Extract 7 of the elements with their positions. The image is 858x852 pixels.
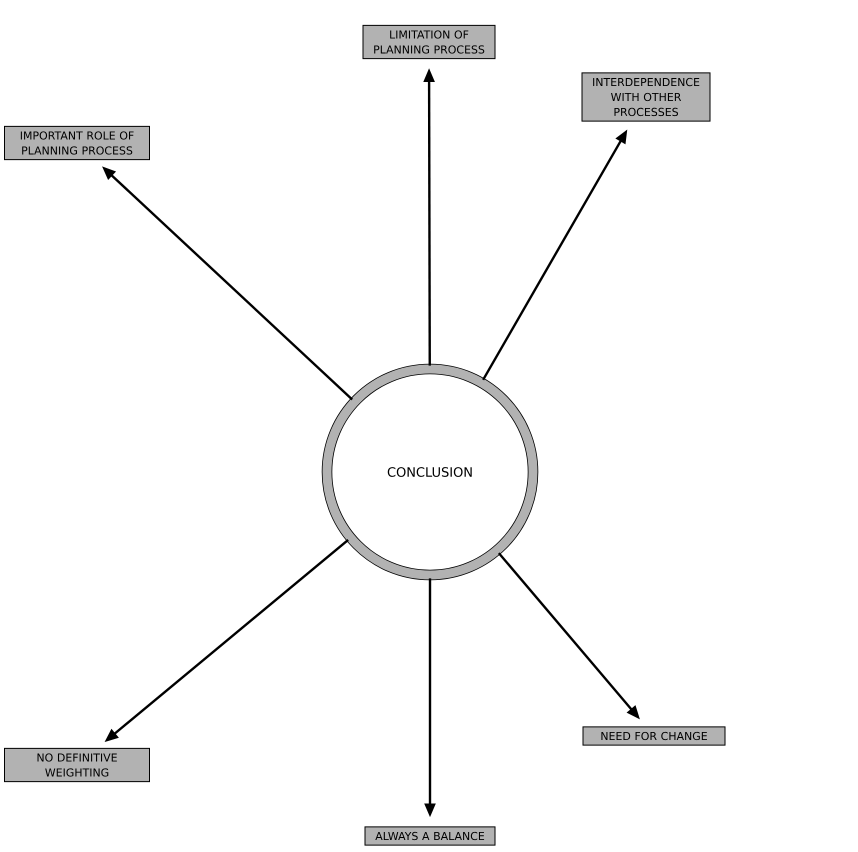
- circle-node: CONCLUSION: [322, 364, 538, 580]
- text-box: IMPORTANT ROLE OF PLANNING PROCESS: [4, 126, 150, 160]
- text-box: NEED FOR CHANGE: [582, 726, 726, 746]
- text-box: LIMITATION OF PLANNING PROCESS: [362, 24, 496, 60]
- text-box: ALWAYS A BALANCE: [364, 826, 496, 846]
- text-box: INTERDEPENDENCE WITH OTHER PROCESSES: [582, 72, 710, 122]
- text-box: NO DEFINITIVE WEIGHTING: [4, 748, 150, 782]
